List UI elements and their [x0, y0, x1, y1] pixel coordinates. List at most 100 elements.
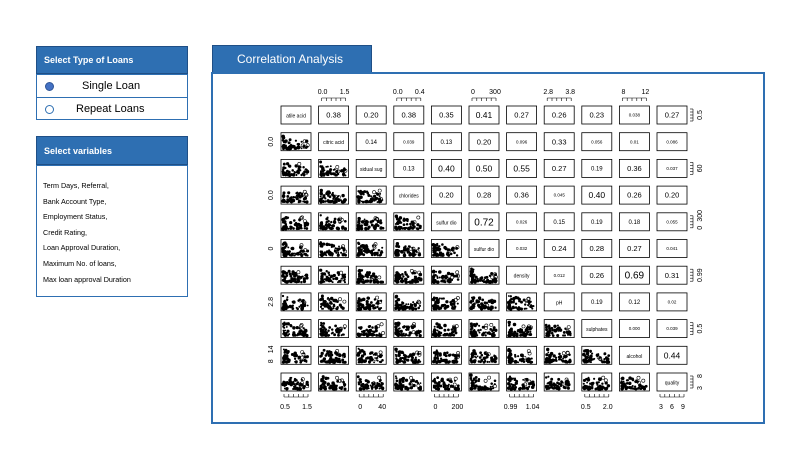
scatter-point	[436, 329, 439, 332]
variable-item[interactable]: Employment Status,	[43, 212, 108, 222]
scatter-point	[329, 172, 333, 176]
scatter-point	[295, 194, 299, 198]
scatter-point	[589, 361, 592, 364]
radio-unselected-icon[interactable]	[45, 104, 54, 114]
variable-item[interactable]: Maximum No. of loans,	[43, 258, 117, 268]
scatter-point	[285, 322, 289, 326]
variable-item[interactable]: Term Days, Referral,	[43, 181, 109, 190]
panel-0-9	[618, 105, 650, 125]
radio-selected-icon[interactable]	[45, 81, 54, 91]
outlier-point	[596, 355, 601, 360]
scatter-point	[330, 224, 333, 227]
scatter-point	[329, 350, 333, 355]
outlier-point	[335, 165, 340, 169]
panel-0-8	[581, 105, 613, 125]
scatter-point	[470, 360, 474, 364]
outlier-point	[453, 297, 458, 302]
scatter-point	[368, 356, 372, 360]
scatter-point	[303, 355, 307, 359]
scatter-point	[449, 252, 453, 256]
scatter-points-9-1	[319, 348, 347, 364]
scatter-point	[301, 332, 305, 337]
scatter-point	[305, 227, 309, 230]
scatter-point	[361, 243, 364, 247]
correlation-label-4-6: 0.026	[516, 219, 528, 224]
scatter-point	[456, 384, 460, 388]
correlation-label-3-8: 0.40	[589, 190, 606, 200]
panel-3-5	[468, 185, 500, 205]
variable-item[interactable]: Loan Approval Duration,	[43, 243, 121, 253]
scatter-point	[319, 281, 322, 284]
scatter-point	[550, 377, 554, 381]
scatter-point	[408, 307, 411, 310]
outlier-point	[493, 275, 498, 280]
scatter-point	[364, 383, 367, 387]
correlation-label-2-4: 0.40	[438, 163, 455, 173]
variable-item[interactable]: Credit Rating,	[43, 227, 87, 237]
scatter-point	[319, 250, 323, 253]
scatter-point	[357, 190, 360, 193]
scatter-point	[343, 387, 347, 391]
scatter-point	[432, 385, 437, 389]
scatter-point	[398, 327, 401, 330]
scatter-point	[326, 350, 329, 353]
scatter-point	[402, 218, 406, 222]
outlier-point	[340, 277, 345, 282]
scatter-point	[507, 322, 511, 325]
scatter-points-10-5	[469, 373, 497, 391]
scatter-point	[583, 349, 587, 353]
variables-title: Select variables	[44, 145, 113, 156]
scatter-point	[438, 306, 443, 310]
scatter-point	[376, 299, 380, 303]
scatter-point	[413, 275, 416, 278]
scatter-point	[413, 360, 418, 365]
scatter-point	[292, 278, 295, 281]
scatter-point	[404, 277, 408, 281]
scatter-point	[508, 331, 512, 335]
outlier-point	[341, 244, 346, 249]
scatter-point	[553, 324, 557, 329]
scatter-point	[288, 145, 292, 149]
scatter-point	[582, 378, 587, 382]
scatter-point	[319, 160, 323, 164]
scatter-point	[305, 200, 309, 204]
scatter-point	[586, 387, 591, 391]
scatter-point	[296, 143, 299, 146]
scatter-point	[556, 384, 559, 388]
scatter-point	[402, 275, 405, 278]
outlier-point	[601, 375, 606, 380]
scatter-point	[545, 334, 548, 337]
scatter-point	[344, 253, 347, 257]
scatter-point	[403, 252, 406, 255]
radio-repeat-loans[interactable]: Repeat Loans	[37, 98, 187, 120]
outlier-point	[341, 273, 346, 278]
scatter-point	[403, 217, 406, 220]
scatter-point	[417, 331, 421, 335]
scatter-point	[527, 357, 531, 361]
scatter-point	[408, 280, 413, 284]
scatter-point	[295, 325, 299, 330]
radio-single-loan[interactable]: Single Loan	[37, 75, 187, 98]
scatter-point	[294, 139, 298, 142]
outlier-point	[304, 192, 308, 197]
scatter-point	[342, 382, 347, 387]
scatter-point	[284, 383, 288, 387]
scatter-point	[544, 376, 548, 379]
scatter-point	[440, 297, 444, 300]
outlier-point	[374, 303, 379, 308]
outlier-point	[343, 168, 348, 173]
panel-2-5	[468, 159, 500, 178]
scatter-point	[472, 304, 476, 308]
variable-item[interactable]: Max loan approval Duration	[43, 274, 131, 284]
tab-correlation-analysis[interactable]: Correlation Analysis	[212, 45, 372, 73]
outlier-point	[565, 329, 570, 333]
scatter-point	[362, 385, 365, 389]
scatter-point	[332, 273, 336, 278]
variable-item[interactable]: Bank Account Type,	[43, 196, 107, 206]
scatter-point	[474, 355, 476, 358]
outlier-point	[372, 190, 377, 195]
scatter-point	[489, 328, 493, 331]
scatter-point	[374, 306, 377, 310]
outlier-point	[448, 377, 452, 382]
scatter-point	[330, 302, 333, 305]
